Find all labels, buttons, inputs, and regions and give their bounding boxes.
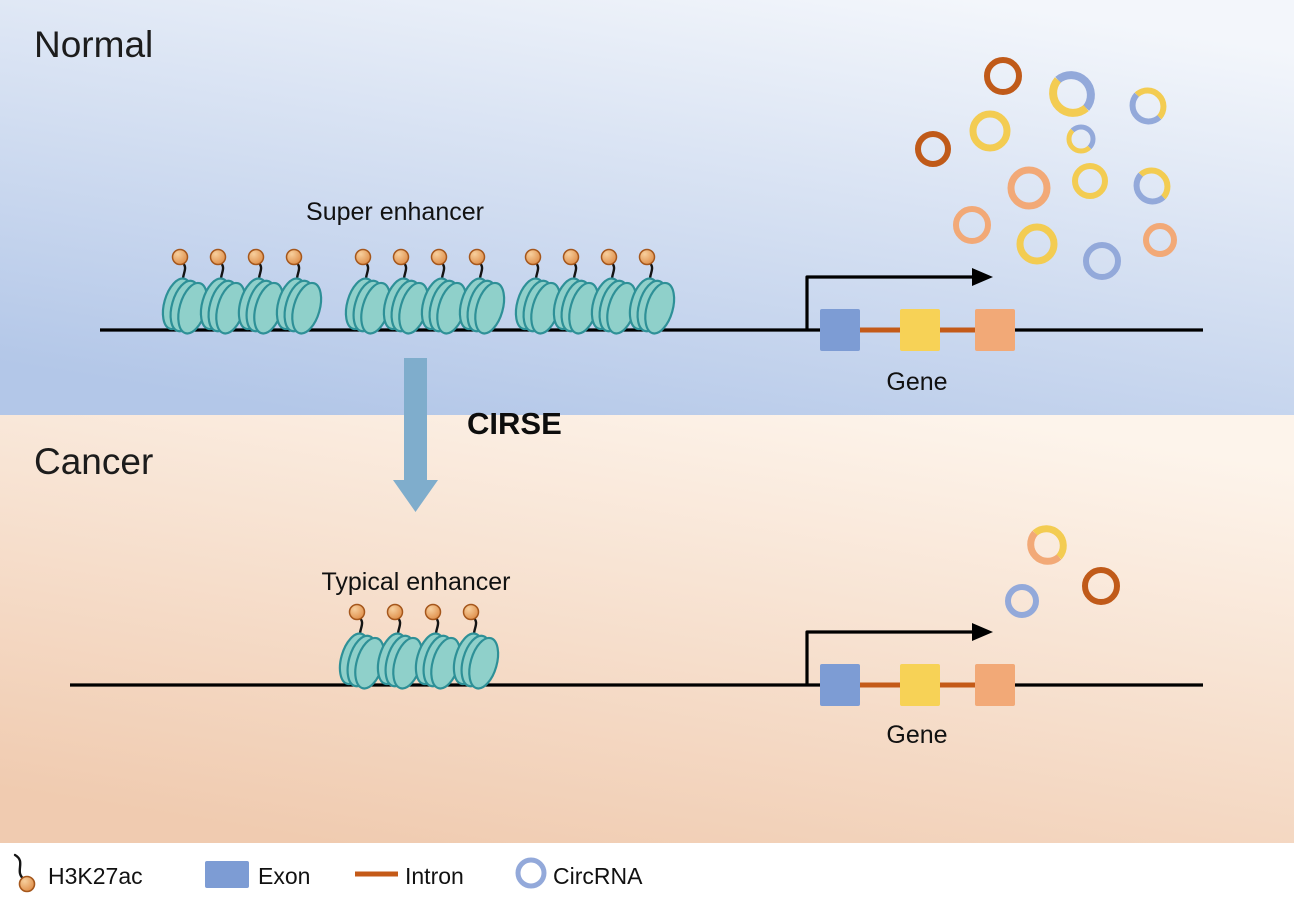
typical-enhancer-label: Typical enhancer: [321, 568, 510, 596]
h3k27ac-mark: [562, 248, 580, 266]
nucleosome: [275, 248, 323, 335]
nucleosome: [420, 248, 468, 335]
circrna-ring: [1066, 124, 1096, 154]
gene-label-normal: Gene: [886, 368, 947, 396]
legend: H3K27ac Exon Intron CircRNA: [13, 853, 643, 893]
nucleosome-disc: [414, 632, 462, 690]
h3k27ac-mark: [392, 248, 410, 266]
legend-label-intron: Intron: [405, 863, 464, 889]
nucleosome: [382, 248, 430, 335]
circrna-ring: [1027, 525, 1067, 565]
circrna-ring: [1005, 584, 1039, 618]
circrna-ring: [1082, 567, 1120, 605]
h3k27ac-mark: [600, 248, 618, 266]
nucleosome: [161, 248, 209, 335]
super-enhancer-nucleosomes: [161, 248, 676, 335]
nucleosome-disc: [452, 632, 500, 690]
promoter-arrow: [805, 275, 974, 330]
nucleosome: [452, 603, 500, 690]
circrna-cluster-cancer: [1005, 525, 1120, 618]
gene-structure-cancer: [805, 623, 1015, 706]
h3k27ac-mark: [424, 603, 442, 621]
h3k27ac-mark: [285, 248, 303, 266]
h3k27ac-mark: [209, 248, 227, 266]
nucleosome-disc: [458, 277, 506, 335]
nucleosome: [552, 248, 600, 335]
h3k27ac-icon: [13, 853, 36, 893]
gene-structure-normal: [805, 268, 1015, 351]
circrna-ring: [1083, 242, 1121, 280]
h3k27ac-mark: [171, 248, 189, 266]
circrna-ring: [1007, 166, 1051, 210]
nucleosome-disc: [237, 277, 285, 335]
h3k27ac-mark: [430, 248, 448, 266]
exon-yellow: [900, 309, 940, 351]
circrna-ring: [1072, 163, 1108, 199]
nucleosome: [338, 603, 386, 690]
circrna-ring: [1016, 223, 1058, 265]
h3k27ac-mark: [638, 248, 656, 266]
h3k27ac-mark: [247, 248, 265, 266]
exon-blue: [820, 664, 860, 706]
nucleosome-disc: [376, 632, 424, 690]
legend-label-circrna: CircRNA: [553, 863, 643, 889]
legend-background: [0, 843, 1294, 900]
h3k27ac-mark: [462, 603, 480, 621]
promoter-arrow: [805, 630, 974, 685]
exon-blue: [820, 309, 860, 351]
normal-panel-label: Normal: [34, 24, 153, 65]
exon-orange: [975, 309, 1015, 351]
nucleosome-disc: [590, 277, 638, 335]
circrna-ring: [953, 206, 991, 244]
circrna-ring: [984, 57, 1022, 95]
nucleosome: [414, 603, 462, 690]
nucleosome: [590, 248, 638, 335]
nucleosome-disc: [338, 632, 386, 690]
circrna-ring-icon: [515, 857, 547, 889]
nucleosome-disc: [382, 277, 430, 335]
promoter-arrowhead: [972, 623, 993, 641]
typical-enhancer-nucleosomes: [338, 603, 500, 690]
legend-label-h3k27ac: H3K27ac: [48, 863, 143, 889]
h3k27ac-mark: [524, 248, 542, 266]
nucleosome: [376, 603, 424, 690]
circrna-ring: [1129, 87, 1167, 125]
exon-swatch-icon: [205, 861, 249, 888]
nucleosome-disc: [552, 277, 600, 335]
h3k27ac-mark: [386, 603, 404, 621]
circrna-ring: [1049, 71, 1095, 117]
h3k27ac-mark: [354, 248, 372, 266]
circrna-ring: [1133, 167, 1171, 205]
nucleosome-disc: [344, 277, 392, 335]
normal-panel-background: [0, 0, 1294, 415]
cirse-label: CIRSE: [467, 406, 562, 441]
h3k27ac-mark: [468, 248, 486, 266]
nucleosome: [514, 248, 562, 335]
legend-label-exon: Exon: [258, 863, 310, 889]
cirse-down-arrow-icon: [393, 358, 438, 512]
nucleosome-disc: [514, 277, 562, 335]
super-enhancer-label: Super enhancer: [306, 198, 484, 226]
circrna-ring: [1143, 223, 1177, 257]
circrna-cluster-normal: [915, 57, 1177, 280]
promoter-arrowhead: [972, 268, 993, 286]
nucleosome: [237, 248, 285, 335]
nucleosome-disc: [420, 277, 468, 335]
cancer-panel-label: Cancer: [34, 441, 153, 482]
circrna-ring: [915, 131, 951, 167]
nucleosome: [628, 248, 676, 335]
h3k27ac-mark: [348, 603, 366, 621]
h3k27ac-ball: [18, 875, 36, 893]
nucleosome-disc: [275, 277, 323, 335]
nucleosome: [458, 248, 506, 335]
cancer-panel-background: [0, 415, 1294, 843]
gene-label-cancer: Gene: [886, 721, 947, 749]
nucleosome: [344, 248, 392, 335]
nucleosome-disc: [628, 277, 676, 335]
exon-yellow: [900, 664, 940, 706]
exon-orange: [975, 664, 1015, 706]
circrna-ring: [969, 110, 1011, 152]
nucleosome-disc: [161, 277, 209, 335]
